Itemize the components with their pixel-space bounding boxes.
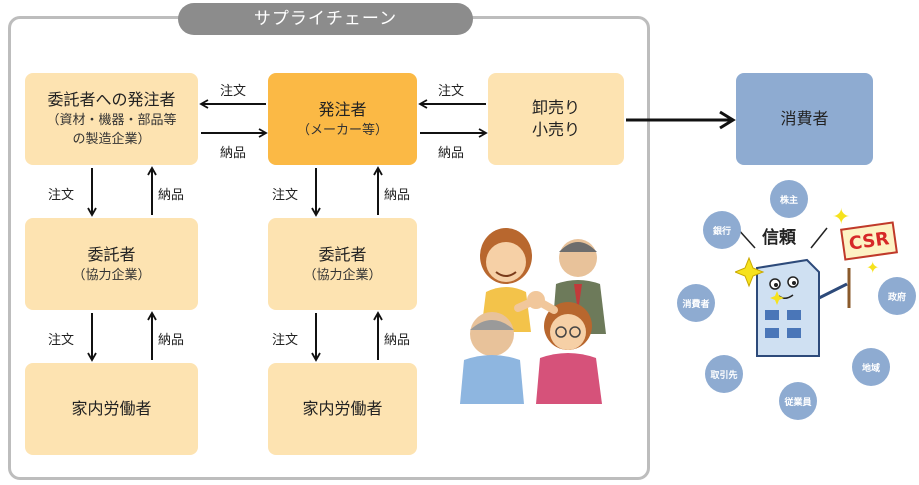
subcontractor-mid-box: 委託者 （協力企業）	[268, 218, 417, 310]
subcontractor-left-sub: （協力企業）	[72, 267, 151, 283]
label-order-left-2: 注文	[48, 333, 75, 348]
subcontractor-mid-title: 委託者	[318, 244, 367, 264]
label-delivery-mid-2: 納品	[384, 333, 411, 348]
label-delivery-top-left: 納品	[220, 146, 247, 161]
supply-chain-title: サプライチェーン	[178, 3, 473, 35]
homeworker-left-box: 家内労働者	[25, 363, 198, 455]
client-title: 委託者への発注者	[47, 90, 176, 109]
stakeholder-shareholder: 株主	[770, 180, 808, 218]
label-delivery-mid-1: 納品	[384, 188, 411, 203]
trust-label: 信頼	[762, 228, 796, 248]
consumer-title: 消費者	[780, 109, 829, 128]
retail-line2: 小売り	[531, 120, 580, 139]
stakeholder-consumer: 消費者	[677, 284, 715, 322]
client-sub1: （資材・機器・部品等	[46, 113, 177, 128]
stakeholder-community: 地域	[852, 348, 890, 386]
label-order-top-left: 注文	[220, 84, 247, 99]
client-box: 委託者への発注者 （資材・機器・部品等 の製造企業）	[25, 73, 198, 165]
maker-sub: （メーカー等）	[296, 122, 388, 138]
people-teamwork-illustration	[460, 228, 606, 404]
label-delivery-left-1: 納品	[158, 188, 185, 203]
homeworker-mid-box: 家内労働者	[268, 363, 417, 455]
stakeholder-bank: 銀行	[703, 211, 741, 249]
retail-line1: 卸売り	[531, 98, 580, 117]
subcontractor-left-title: 委託者	[87, 244, 136, 264]
subcontractor-left-box: 委託者 （協力企業）	[25, 218, 198, 310]
maker-title: 発注者	[318, 99, 367, 119]
client-sub2: の製造企業）	[72, 132, 151, 147]
homeworker-mid-title: 家内労働者	[302, 399, 383, 418]
label-delivery-top-right: 納品	[438, 146, 465, 161]
stakeholder-government: 政府	[878, 277, 916, 315]
csr-sign-text: CSR	[847, 227, 891, 255]
label-delivery-left-2: 納品	[158, 333, 185, 348]
label-order-left-1: 注文	[48, 188, 75, 203]
label-order-top-right: 注文	[438, 84, 465, 99]
sparkle-icon-small: ✦	[866, 258, 880, 277]
retail-box: 卸売り 小売り	[488, 73, 624, 165]
homeworker-left-title: 家内労働者	[71, 399, 152, 418]
sparkle-icon: ✦	[832, 205, 851, 230]
subcontractor-mid-sub: （協力企業）	[303, 267, 382, 283]
csr-building-character	[735, 256, 851, 357]
maker-box: 発注者 （メーカー等）	[268, 73, 417, 165]
label-order-mid-1: 注文	[272, 188, 299, 203]
label-order-mid-2: 注文	[272, 333, 299, 348]
consumer-box: 消費者	[736, 73, 873, 165]
stakeholder-employee: 従業員	[779, 382, 817, 420]
stakeholder-business-partner: 取引先	[705, 355, 743, 393]
